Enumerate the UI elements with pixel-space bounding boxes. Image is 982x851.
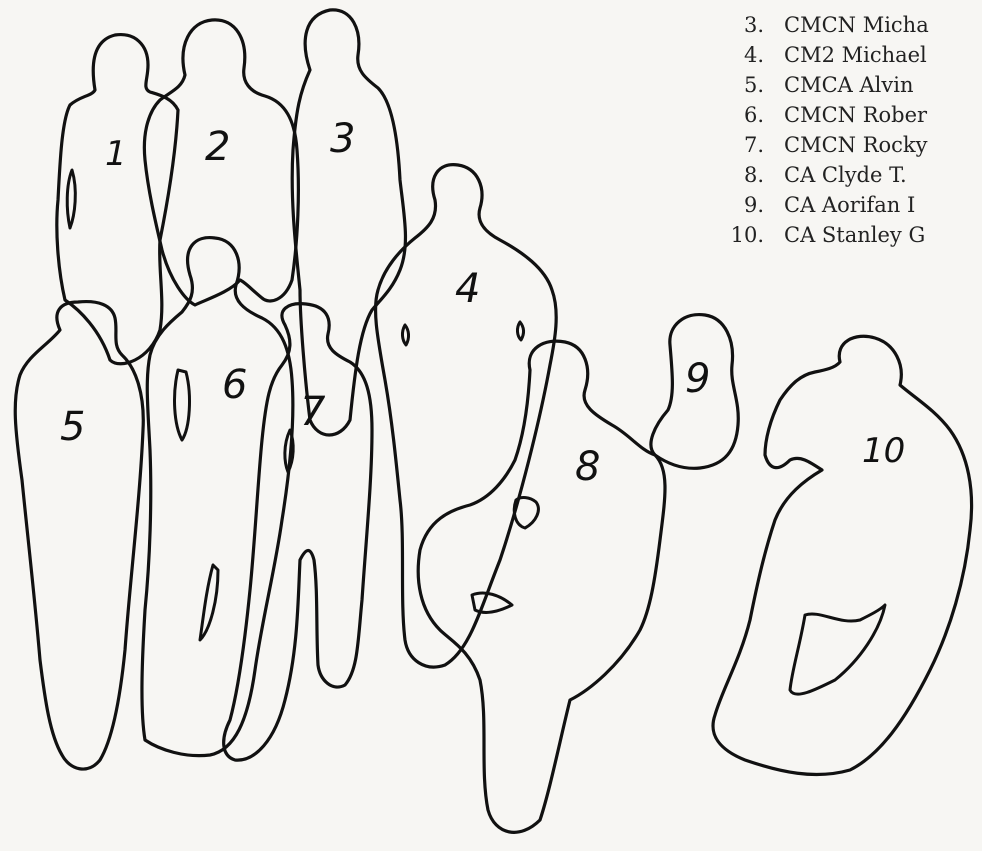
- figure-3-outline: [292, 10, 405, 435]
- figure-number-5: 5: [60, 404, 85, 450]
- figure-7-gap: [285, 430, 293, 472]
- legend-name: CA Aorifan I: [784, 190, 915, 220]
- figure-3: 3: [292, 10, 405, 435]
- figure-number-2: 2: [205, 124, 230, 170]
- figure-1: 1: [57, 35, 178, 364]
- figure-6: 6: [142, 238, 293, 756]
- legend-number: 4.: [730, 40, 764, 70]
- legend-item: 8. CA Clyde T.: [730, 160, 929, 190]
- legend-item: 10. CA Stanley G: [730, 220, 929, 250]
- figure-2: 2: [144, 20, 298, 305]
- figure-9: 9: [651, 315, 738, 469]
- figure-number-3: 3: [330, 116, 355, 162]
- figure-number-6: 6: [222, 362, 247, 408]
- figure-number-1: 1: [105, 134, 127, 174]
- legend-number: 6.: [730, 100, 764, 130]
- figure-6-gap-arm: [175, 370, 190, 440]
- legend-item: 5. CMCA Alvin: [730, 70, 929, 100]
- legend-name: CMCN Micha: [784, 10, 929, 40]
- figure-number-4: 4: [455, 266, 480, 312]
- figure-8-knee-gap: [472, 593, 512, 612]
- legend-number: 9.: [730, 190, 764, 220]
- legend-name: CA Clyde T.: [784, 160, 907, 190]
- legend-name: CMCN Rober: [784, 100, 927, 130]
- figure-10-outline: [713, 336, 972, 774]
- legend-number: 3.: [730, 10, 764, 40]
- figure-4-outline: [376, 165, 557, 667]
- figure-5: 5: [15, 302, 143, 769]
- figure-1-gap: [67, 170, 75, 228]
- name-legend: 3.CMCN Micha 4.CM2 Michael 5.CMCA Alvin …: [730, 10, 929, 250]
- legend-item: 4. CM2 Michael: [730, 40, 929, 70]
- legend-item: 3. CMCN Micha: [730, 10, 929, 40]
- legend-name: CMCA Alvin: [784, 70, 913, 100]
- figure-number-7: 7: [300, 389, 326, 435]
- figure-4-gap-right: [517, 322, 523, 340]
- legend-number: 10.: [730, 220, 764, 250]
- legend-name: CM2 Michael: [784, 40, 927, 70]
- figure-10: 10: [713, 336, 972, 774]
- figure-number-10: 10: [862, 431, 905, 471]
- figure-6-gap-legs: [200, 565, 218, 640]
- legend-number: 7.: [730, 130, 764, 160]
- figure-8: 8: [418, 341, 665, 832]
- figure-4: 4: [376, 165, 557, 667]
- legend-name: CMCN Rocky: [784, 130, 928, 160]
- figure-5-outline: [15, 302, 143, 769]
- figure-number-9: 9: [685, 356, 710, 402]
- legend-item: 9. CA Aorifan I: [730, 190, 929, 220]
- figure-8-outline: [418, 341, 665, 832]
- figure-4-gap-left: [402, 325, 408, 345]
- legend-item: 6. CMCN Rober: [730, 100, 929, 130]
- legend-number: 5.: [730, 70, 764, 100]
- figure-6-outline: [142, 238, 293, 756]
- legend-number: 8.: [730, 160, 764, 190]
- legend-name: CA Stanley G: [784, 220, 925, 250]
- figure-number-8: 8: [575, 444, 600, 490]
- legend-item: 7. CMCN Rocky: [730, 130, 929, 160]
- figure-10-gap: [790, 605, 885, 694]
